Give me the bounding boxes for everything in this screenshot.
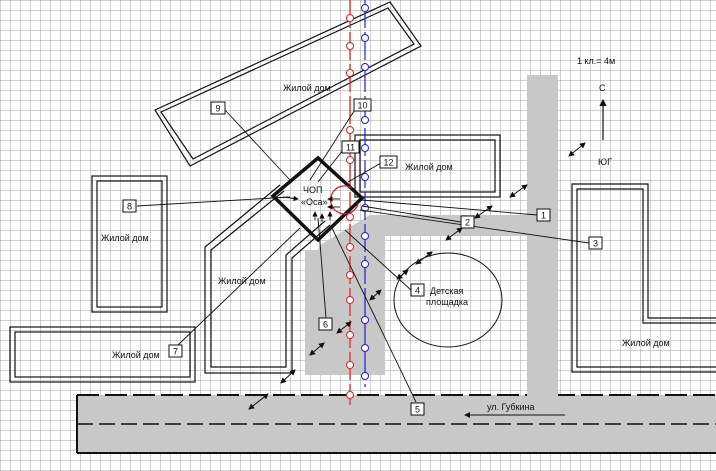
building-l-shaped — [204, 184, 331, 374]
marker-1: 1 — [541, 211, 546, 221]
building-label: Жилой дом — [112, 350, 160, 360]
marker-boxes — [122, 98, 603, 416]
playground-outline — [393, 252, 503, 348]
playground-label: Детская — [430, 286, 463, 296]
building-label: Жилой дом — [283, 83, 331, 93]
playground-label-2: площадка — [426, 297, 468, 307]
driveways — [305, 75, 558, 396]
marker-7: 7 — [173, 347, 178, 357]
guard-post-label: ЧОП — [303, 185, 322, 195]
marker-2: 2 — [465, 218, 470, 228]
building-label: Жилой дом — [218, 276, 266, 286]
guard-post-name: «Оса» — [301, 197, 328, 207]
south-label: ЮГ — [598, 157, 612, 167]
buildings — [9, 1, 716, 383]
building-label: Жилой дом — [405, 162, 453, 172]
marker-12: 12 — [383, 158, 393, 168]
building-bottom-left — [9, 326, 196, 383]
guard-post-outline — [270, 155, 365, 243]
internal-arrows — [282, 195, 340, 222]
marker-5: 5 — [415, 405, 420, 415]
building-left — [91, 175, 168, 313]
marker-8: 8 — [127, 202, 132, 212]
red-utility-line — [346, 0, 354, 405]
scale-note: 1 кл.= 4м — [577, 56, 615, 66]
building-right — [571, 183, 716, 373]
marker-3: 3 — [593, 239, 598, 249]
marker-10: 10 — [357, 101, 367, 111]
movement-arrows — [248, 142, 586, 410]
marker-4: 4 — [415, 286, 420, 296]
building-top-rotated — [154, 1, 422, 167]
north-label: С — [599, 83, 606, 93]
marker-9: 9 — [215, 104, 220, 114]
street — [76, 394, 716, 454]
street-label: ул. Губкина — [487, 402, 535, 412]
building-center — [354, 134, 501, 198]
blue-utility-line — [361, 0, 369, 387]
marker-6: 6 — [323, 320, 328, 330]
marker-11: 11 — [346, 143, 355, 153]
building-label: Жилой дом — [622, 338, 670, 348]
building-label: Жилой дом — [101, 233, 149, 243]
